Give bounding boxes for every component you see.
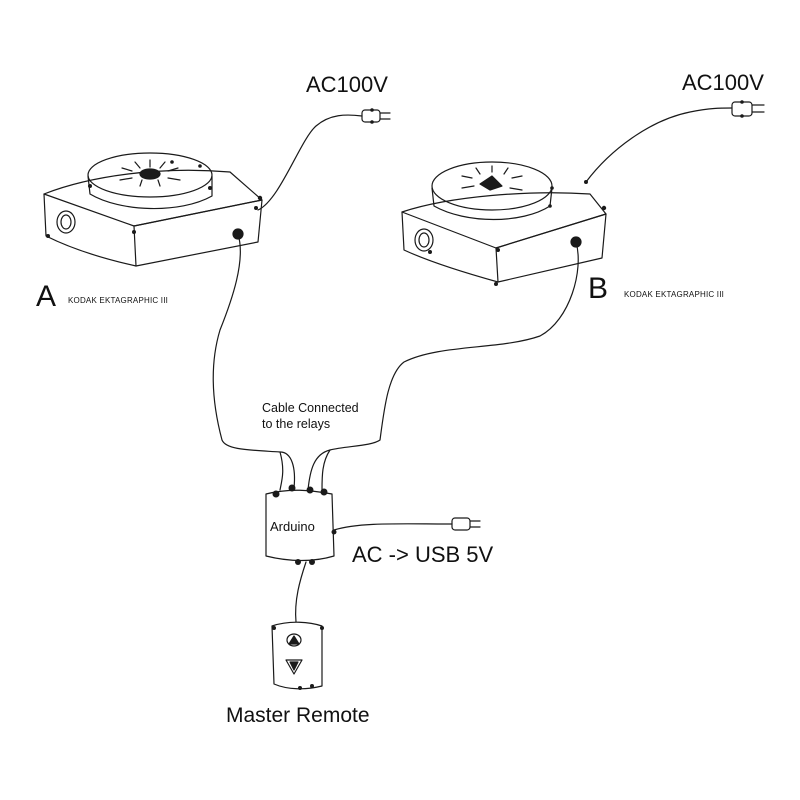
power-cord-b bbox=[585, 100, 765, 183]
projector-a-lens bbox=[56, 210, 76, 234]
master-remote-drawing bbox=[271, 621, 324, 690]
projector-b-letter: B bbox=[588, 272, 609, 305]
usb-plug bbox=[451, 517, 471, 531]
projector-b-lens bbox=[414, 228, 434, 252]
projector-b-power-label: AC100V bbox=[682, 70, 764, 95]
projector-a-model: KODAK EKTAGRAPHIC III bbox=[68, 296, 169, 305]
remote-up-button bbox=[286, 633, 302, 647]
arduino-board bbox=[265, 484, 337, 565]
plug-a bbox=[361, 109, 381, 123]
projector-a-drawing bbox=[43, 152, 263, 267]
power-cord-a bbox=[257, 108, 391, 211]
plug-b bbox=[731, 101, 753, 117]
projector-b-model: KODAK EKTAGRAPHIC III bbox=[624, 290, 725, 299]
master-remote-label: Master Remote bbox=[226, 704, 370, 727]
usb-power-label: AC -> USB 5V bbox=[352, 542, 494, 567]
usb-power-cord bbox=[333, 517, 481, 531]
projector-b-slide-tray bbox=[431, 161, 553, 211]
relay-cable-b bbox=[307, 241, 579, 491]
relay-note: Cable Connected to the relays bbox=[262, 400, 382, 432]
projector-a-power-label: AC100V bbox=[306, 72, 388, 97]
arduino-label: Arduino bbox=[270, 519, 315, 534]
projector-a-slide-tray bbox=[87, 152, 213, 198]
relay-note-line-2: to the relays bbox=[262, 417, 331, 431]
relay-cable-a bbox=[212, 233, 296, 491]
relay-note-line-1: Cable Connected bbox=[262, 401, 359, 415]
remote-down-button bbox=[285, 659, 303, 675]
projector-b-drawing bbox=[401, 161, 607, 286]
remote-cable bbox=[295, 561, 307, 623]
projector-a-letter: A bbox=[36, 280, 57, 313]
